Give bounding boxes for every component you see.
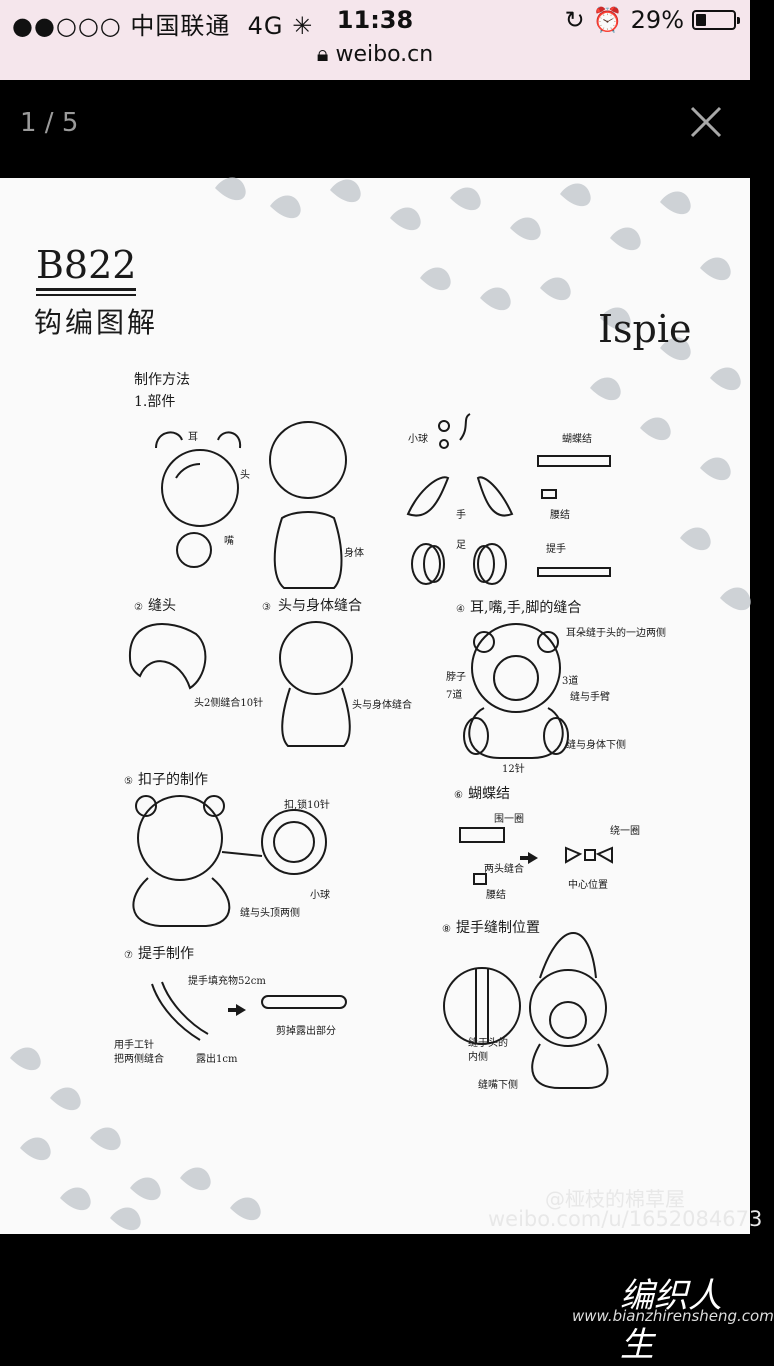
svg-text:⑦: ⑦ [124, 950, 133, 961]
label-needle: 用手工针 [114, 1038, 154, 1051]
label-sew-sides: 把两侧缝合 [114, 1052, 164, 1065]
title-rule [36, 288, 136, 291]
label-body-bottom: 缝与身体下侧 [566, 738, 626, 751]
alarm-icon: ⏰ [592, 6, 623, 34]
label-foot: 足 [456, 539, 466, 551]
method-title: 制作方法 [134, 372, 190, 388]
label-body: 身体 [344, 546, 364, 559]
close-button[interactable] [688, 104, 724, 140]
carrier-info: ●●○○○ 中国联通 4G ✳ [12, 6, 313, 41]
label-hand: 手 [456, 508, 466, 521]
label-cut: 剪掉露出部分 [276, 1024, 336, 1037]
label-arm: 缝与手臂 [570, 690, 610, 703]
title-rule-2 [36, 294, 136, 296]
step3-title: 头与身体缝合 [278, 598, 362, 614]
label-ears-sew: 耳朵缝于头的一边两侧 [566, 626, 666, 639]
close-icon [690, 106, 722, 138]
status-icons: ↻ ⏰ 29% [564, 6, 740, 34]
loading-icon: ✳ [292, 12, 314, 40]
label-neck: 脖子 [446, 670, 466, 683]
label-twelve: 12针 [502, 762, 525, 775]
battery-level [696, 14, 707, 26]
step6-title: 蝴蝶结 [468, 786, 510, 802]
label-fill: 提手填充物52cm [188, 974, 266, 987]
step4-title: 耳,嘴,手,脚的缝合 [470, 600, 581, 616]
step8-title: 提手缝制位置 [456, 920, 540, 936]
label-handle: 提手 [546, 542, 566, 555]
svg-text:⑤: ⑤ [124, 776, 133, 787]
svg-text:③: ③ [262, 602, 271, 613]
signal-strength: ●●○○○ [12, 12, 122, 40]
svg-text:④: ④ [456, 604, 465, 615]
label-head: 头 [240, 469, 250, 481]
label-inner2: 内侧 [468, 1050, 488, 1063]
brand-logo: Ispie [598, 307, 691, 351]
pattern-heading: 钩编图解 [34, 306, 158, 339]
url-text: weibo.cn [335, 42, 434, 67]
step5-title: 扣子的制作 [138, 772, 208, 788]
svg-text:⑧: ⑧ [442, 924, 451, 935]
label-step3-note: 头与身体缝合 [352, 698, 412, 711]
step-number-markers: ② ③ ④ ⑤ ⑥ ⑦ ⑧ [124, 602, 465, 961]
label-sew-top: 缝与头顶两侧 [240, 906, 300, 919]
image-counter: 1 / 5 [20, 108, 79, 138]
label-ball: 小球 [408, 432, 428, 445]
step1-title: 1.部件 [134, 394, 175, 410]
label-bow: 蝴蝶结 [562, 432, 592, 445]
step7-title: 提手制作 [138, 946, 194, 962]
svg-text:②: ② [134, 602, 143, 613]
label-inner: 缝于头的 [468, 1036, 508, 1049]
pattern-image[interactable]: B822 钩编图解 Ispie 制作方法 1.部件 [0, 177, 751, 1234]
status-bar: ●●○○○ 中国联通 4G ✳ 11:38 ↻ ⏰ 29% 🔒︎ weibo.c… [0, 0, 750, 80]
label-mouth: 嘴 [224, 535, 234, 547]
label-small-ball: 小球 [310, 888, 330, 901]
site-url: www.bianzhirensheng.com [572, 1307, 774, 1325]
network-type: 4G [247, 12, 284, 40]
step-titles: 缝头 头与身体缝合 耳,嘴,手,脚的缝合 扣子的制作 蝴蝶结 提手制作 提手缝制… [138, 598, 581, 962]
rotation-lock-icon: ↻ [564, 6, 585, 34]
pattern-code: B822 [36, 243, 136, 287]
label-center: 中心位置 [568, 878, 608, 891]
pattern-diagram: B822 钩编图解 Ispie 制作方法 1.部件 [10, 177, 751, 1231]
parts-drawings [128, 413, 613, 1089]
diagram-labels: 耳 头 嘴 身体 小球 手 足 蝴蝶结 腰结 提手 头2侧缝合10针 头与身体缝… [114, 431, 666, 1091]
label-under-mouth: 缝嘴下侧 [478, 1078, 518, 1091]
battery-percent: 29% [630, 6, 684, 34]
step2-title: 缝头 [148, 598, 176, 614]
weibo-watermark-url: weibo.com/u/1652084673 [488, 1207, 763, 1231]
arrows [228, 852, 538, 1016]
lock-icon: 🔒︎ [316, 42, 329, 67]
site-logo: 编织人生 [620, 1276, 722, 1365]
battery-icon [692, 10, 740, 30]
label-sew-both: 两头缝合 [484, 862, 524, 875]
svg-text:⑥: ⑥ [454, 790, 463, 801]
label-waist: 腰结 [550, 508, 570, 521]
clock: 11:38 [336, 6, 414, 34]
label-ear: 耳 [188, 431, 198, 443]
address-bar[interactable]: 🔒︎ weibo.cn [0, 42, 750, 67]
label-three: 3道 [562, 674, 578, 687]
label-lock: 扣,锁10针 [284, 798, 330, 811]
label-step2-note: 头2侧缝合10针 [194, 696, 263, 709]
weibo-watermark-user: @桠枝的棉草屋 [545, 1187, 685, 1211]
carrier-name: 中国联通 [130, 12, 231, 40]
label-loop: 围一圈 [494, 813, 524, 825]
label-wrap: 绕一圈 [610, 824, 640, 837]
label-waist-knot: 腰结 [486, 888, 506, 901]
label-seven: 7道 [446, 688, 462, 701]
label-expose: 露出1cm [196, 1052, 238, 1065]
